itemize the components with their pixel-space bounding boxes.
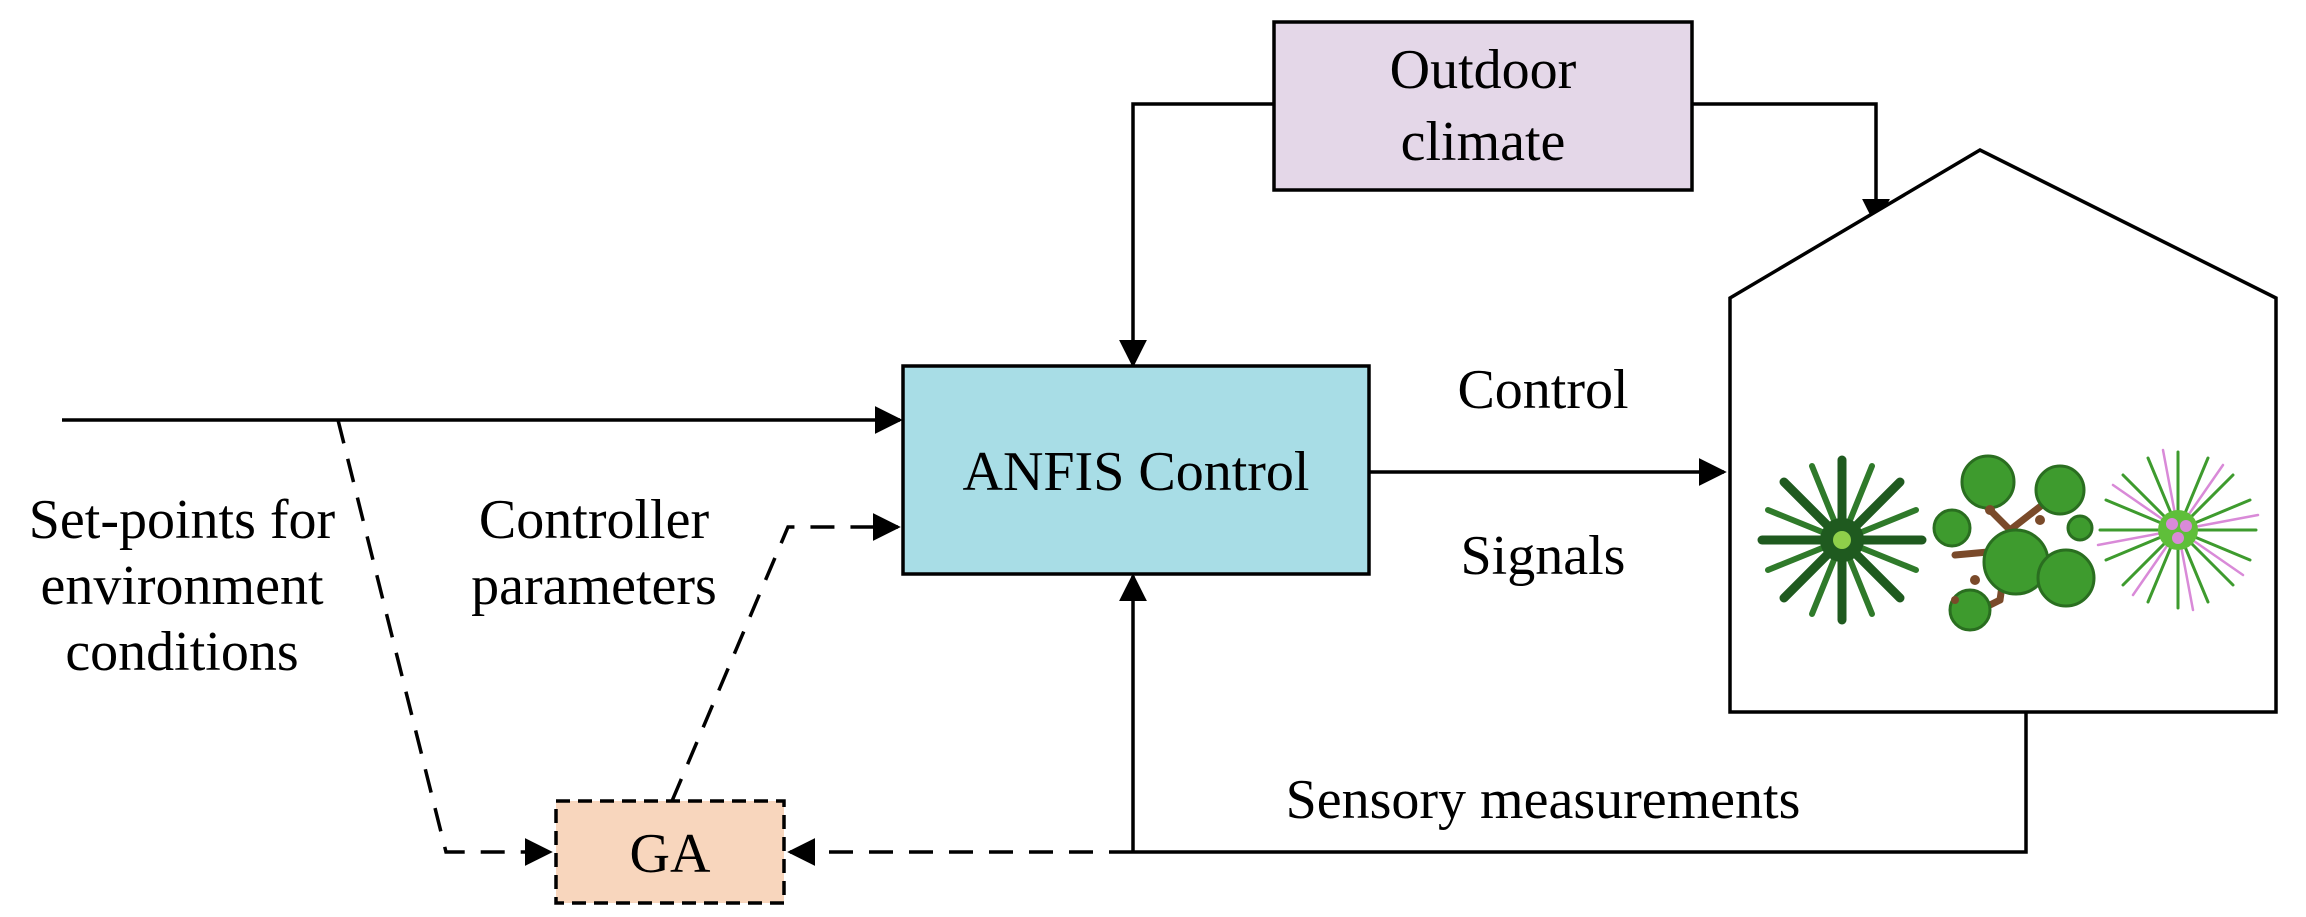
signals-label: Signals — [1461, 525, 1626, 587]
ga-label: GA — [630, 823, 711, 885]
outdoor-climate-label-line1: Outdoor — [1390, 39, 1577, 101]
setpoints-label-line2: environment — [40, 555, 323, 617]
setpoints-label-line3: conditions — [65, 621, 298, 683]
outdoor-climate-box — [1272, 20, 1694, 192]
spiky-flower-icon — [2096, 448, 2260, 612]
outdoor-climate-label-line2: climate — [1401, 111, 1566, 173]
ga-node: GA — [554, 799, 786, 905]
controller-parameters-label-line1: Controller — [479, 489, 710, 551]
sensory-feedback-line — [1133, 712, 2028, 854]
anfis-control-box — [901, 364, 1371, 576]
outdoor-to-greenhouse-arrow — [1692, 102, 1890, 227]
control-label: Control — [1457, 359, 1628, 421]
ga-to-anfis-arrow — [670, 513, 901, 802]
anfis-control-node: ANFIS Control — [901, 364, 1371, 576]
greenhouse-node — [1728, 148, 2278, 714]
setpoints-to-ga-arrow — [336, 419, 553, 866]
outdoor-to-anfis-arrow — [1119, 102, 1274, 368]
sensory-measurements-label: Sensory measurements — [1286, 769, 1801, 831]
palm-plant-icon — [1757, 455, 1927, 625]
outdoor-climate-node: Outdoor climate — [1272, 20, 1694, 192]
setpoints-label-line1: Set-points for — [29, 489, 336, 551]
anfis-control-label: ANFIS Control — [963, 441, 1310, 503]
ga-box — [554, 799, 786, 905]
leafy-tree-icon — [1932, 454, 2096, 632]
greenhouse-outline — [1728, 148, 2278, 714]
controller-parameters-label-line2: parameters — [471, 555, 717, 617]
